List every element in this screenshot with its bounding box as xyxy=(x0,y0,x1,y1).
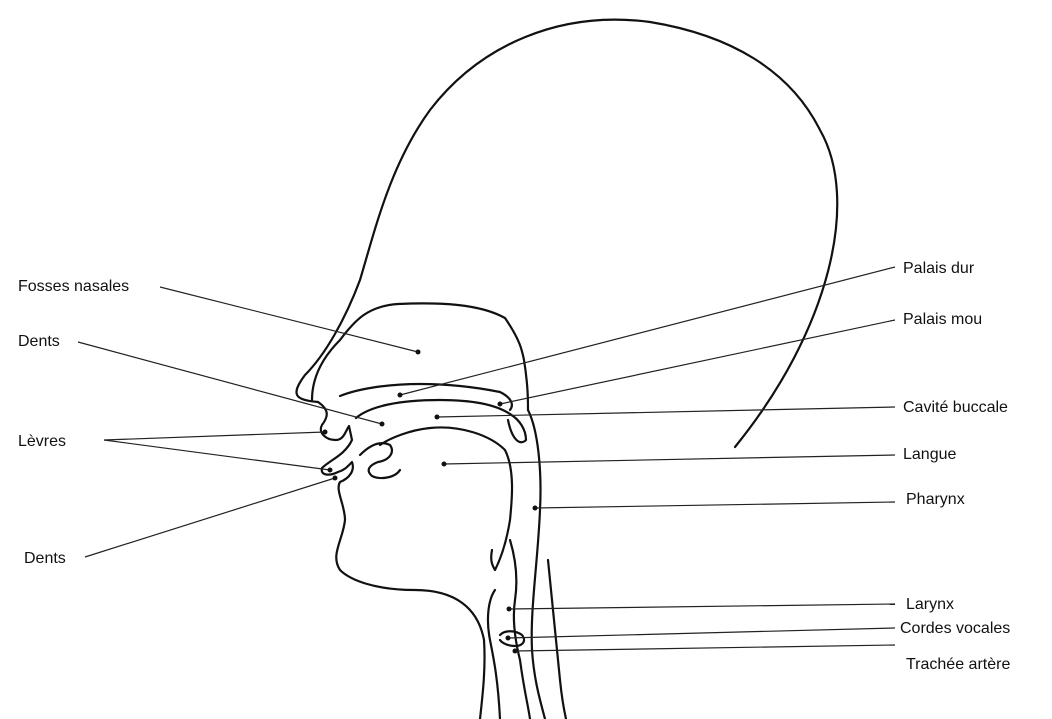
label-palais-dur: Palais dur xyxy=(903,260,975,277)
leader-larynx xyxy=(509,604,895,609)
tongue-outline xyxy=(380,427,512,570)
leader-cordes-vocales xyxy=(508,628,895,638)
leader-levres-lower xyxy=(104,440,330,470)
label-dents-lower: Dents xyxy=(24,550,66,567)
dot-palais-mou xyxy=(498,402,503,407)
dot-cordes-vocales xyxy=(506,636,511,641)
leader-fosses-nasales xyxy=(160,287,418,352)
dot-levres-lower xyxy=(328,468,333,473)
label-cordes-vocales: Cordes vocales xyxy=(900,620,1010,637)
pharynx-back-wall xyxy=(528,410,545,719)
dot-cavite-buccale xyxy=(435,415,440,420)
leader-palais-dur xyxy=(400,267,895,395)
dot-larynx xyxy=(507,607,512,612)
pharynx-front-wall xyxy=(510,540,530,719)
leader-levres-upper xyxy=(104,432,325,440)
leader-langue xyxy=(444,455,895,464)
dot-dents-lower xyxy=(333,476,338,481)
label-cavite-buccale: Cavité buccale xyxy=(903,399,1008,416)
dot-pharynx xyxy=(533,506,538,511)
leader-pharynx xyxy=(535,502,895,508)
leader-dents-upper xyxy=(78,342,382,424)
trachea-inner-wall xyxy=(548,560,566,719)
tongue-tip xyxy=(360,443,400,478)
dot-trachee-artere xyxy=(513,649,518,654)
label-langue: Langue xyxy=(903,446,956,463)
label-trachee-artere: Trachée artère xyxy=(906,656,1010,673)
label-pharynx: Pharynx xyxy=(906,491,965,508)
dot-fosses-nasales xyxy=(416,350,421,355)
larynx-outline xyxy=(488,590,500,719)
label-palais-mou: Palais mou xyxy=(903,311,982,328)
leader-dents-lower xyxy=(85,478,335,557)
dot-langue xyxy=(442,462,447,467)
leader-palais-mou xyxy=(500,320,895,404)
dot-palais-dur xyxy=(398,393,403,398)
dot-levres-upper xyxy=(323,430,328,435)
face-profile-outline xyxy=(318,402,485,719)
dot-dents-upper xyxy=(380,422,385,427)
label-larynx: Larynx xyxy=(906,596,954,613)
label-fosses-nasales: Fosses nasales xyxy=(18,278,129,295)
label-levres: Lèvres xyxy=(18,433,66,450)
head-outline xyxy=(296,20,837,447)
label-dents-upper: Dents xyxy=(18,333,60,350)
leader-trachee-artere xyxy=(515,645,895,651)
vocal-cords-outline xyxy=(500,631,524,646)
